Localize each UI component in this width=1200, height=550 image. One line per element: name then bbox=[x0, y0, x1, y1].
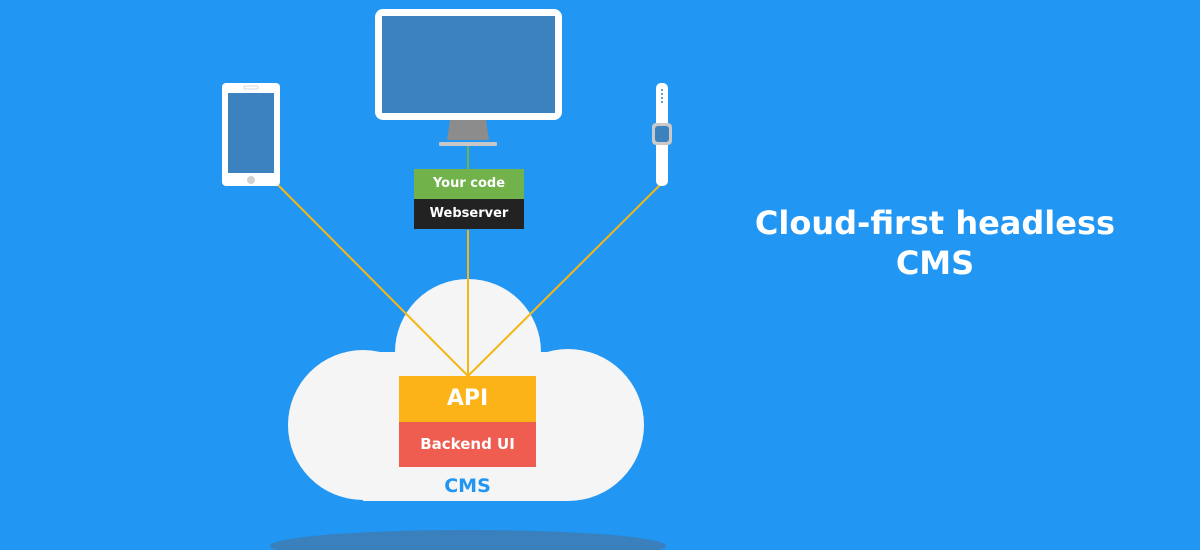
headline-title: Cloud-first headless CMS bbox=[754, 204, 1116, 282]
cms-label: CMS bbox=[444, 475, 491, 497]
backend-ui-box: Backend UI bbox=[399, 422, 536, 467]
webserver-box: Webserver bbox=[414, 199, 524, 229]
watch-connector bbox=[467, 184, 661, 377]
cloud-shadow bbox=[270, 530, 666, 550]
your-code-box: Your code bbox=[414, 169, 524, 199]
desktop-monitor-icon bbox=[375, 9, 562, 146]
smartwatch-icon bbox=[652, 83, 672, 186]
connector-lines bbox=[277, 184, 661, 377]
smartphone-icon bbox=[222, 83, 280, 186]
phone-connector bbox=[277, 184, 469, 377]
api-box: API bbox=[399, 376, 536, 422]
